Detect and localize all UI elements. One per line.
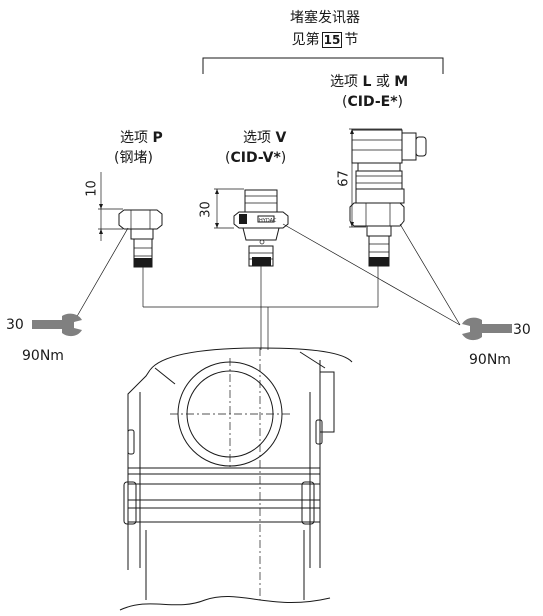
option-lm-prefix: 选项 bbox=[330, 74, 363, 90]
connection-lines bbox=[71, 223, 461, 350]
option-lm-letter-l: L bbox=[362, 74, 372, 90]
option-v-prefix: 选项 bbox=[243, 130, 276, 146]
wrench-right-size: 30 bbox=[513, 322, 531, 338]
option-p-label: 选项 P bbox=[120, 130, 163, 147]
option-v-code-text: CID-V* bbox=[230, 150, 281, 166]
option-v-code: (CID-V*) bbox=[225, 150, 286, 167]
dim-e-lines bbox=[349, 128, 402, 228]
wrench-right-icon bbox=[462, 317, 512, 341]
header-bracket bbox=[202, 57, 444, 74]
option-p-plug bbox=[118, 209, 163, 268]
wrench-left-size: 30 bbox=[6, 317, 24, 333]
option-p-sub: (钢堵) bbox=[114, 150, 153, 166]
section-number-box: 15 bbox=[321, 32, 343, 48]
option-v-indicator bbox=[233, 189, 289, 267]
option-lm-code-text: CID-E* bbox=[347, 94, 398, 110]
option-lm-label: 选项 L 或 M bbox=[330, 74, 408, 91]
paren-close: ) bbox=[280, 150, 287, 166]
option-v-letter: V bbox=[275, 130, 287, 146]
section-prefix: 见第 bbox=[291, 32, 320, 48]
option-lm-letter-m: M bbox=[394, 74, 409, 90]
wrench-left-icon bbox=[32, 313, 82, 337]
option-lm-code: (CID-E*) bbox=[342, 94, 403, 111]
option-p-letter: P bbox=[152, 130, 163, 146]
dim-p-lines bbox=[98, 172, 123, 241]
option-v-label: 选项 V bbox=[243, 130, 286, 147]
paren-close: ) bbox=[397, 94, 403, 110]
filter-housing bbox=[119, 347, 353, 611]
paren-open: ( bbox=[225, 150, 231, 166]
hydac-stamp: HYDAC bbox=[259, 218, 277, 224]
paren-open: ( bbox=[342, 94, 348, 110]
header-title: 堵塞发讯器 bbox=[290, 10, 360, 26]
dim-v-lines bbox=[214, 188, 244, 229]
option-lm-indicator bbox=[349, 129, 427, 267]
wrench-right-torque: 90Nm bbox=[469, 352, 511, 368]
option-lm-or: 或 bbox=[371, 74, 395, 90]
section-suffix: 节 bbox=[344, 32, 359, 48]
wrench-left-torque: 90Nm bbox=[22, 348, 64, 364]
option-p-prefix: 选项 bbox=[120, 130, 153, 146]
